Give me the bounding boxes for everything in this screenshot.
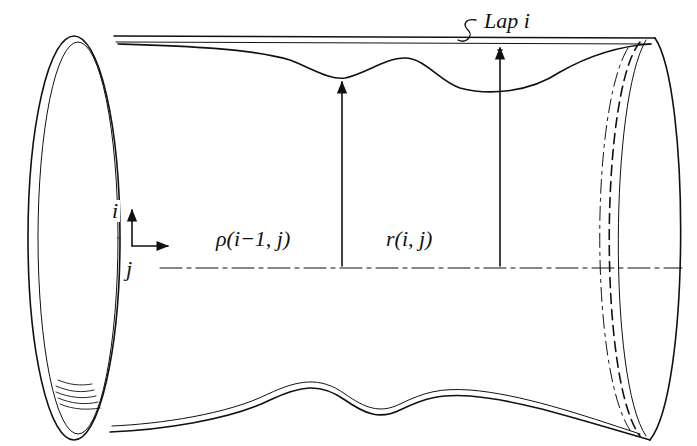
lap-top-inner	[116, 42, 651, 44]
profile-top	[118, 44, 651, 92]
right-end	[650, 38, 681, 440]
profile-bottom-outer	[110, 388, 650, 440]
axis-i-label: i	[110, 200, 120, 222]
left-end-inner	[38, 42, 118, 434]
shading	[56, 380, 100, 409]
axis-i	[131, 210, 133, 246]
rho-arrow	[341, 82, 343, 266]
rho-label: ρ(i−1, j)	[214, 228, 292, 250]
right-end-hidden-inner	[600, 48, 630, 430]
profile-bottom-inner	[112, 382, 640, 434]
r-label: r(i, j)	[384, 228, 434, 250]
centre-line	[160, 268, 682, 269]
r-arrow-tip	[498, 49, 502, 51]
right-end-lap	[618, 40, 646, 436]
lap-label: Lap i	[482, 10, 532, 32]
right-end-hidden	[609, 42, 640, 436]
axis-j-label: j	[124, 258, 134, 280]
r-arrow	[499, 48, 501, 266]
lap-top	[114, 36, 655, 38]
lap-leader	[458, 20, 476, 41]
axis-j	[132, 245, 168, 247]
left-end	[28, 36, 120, 440]
